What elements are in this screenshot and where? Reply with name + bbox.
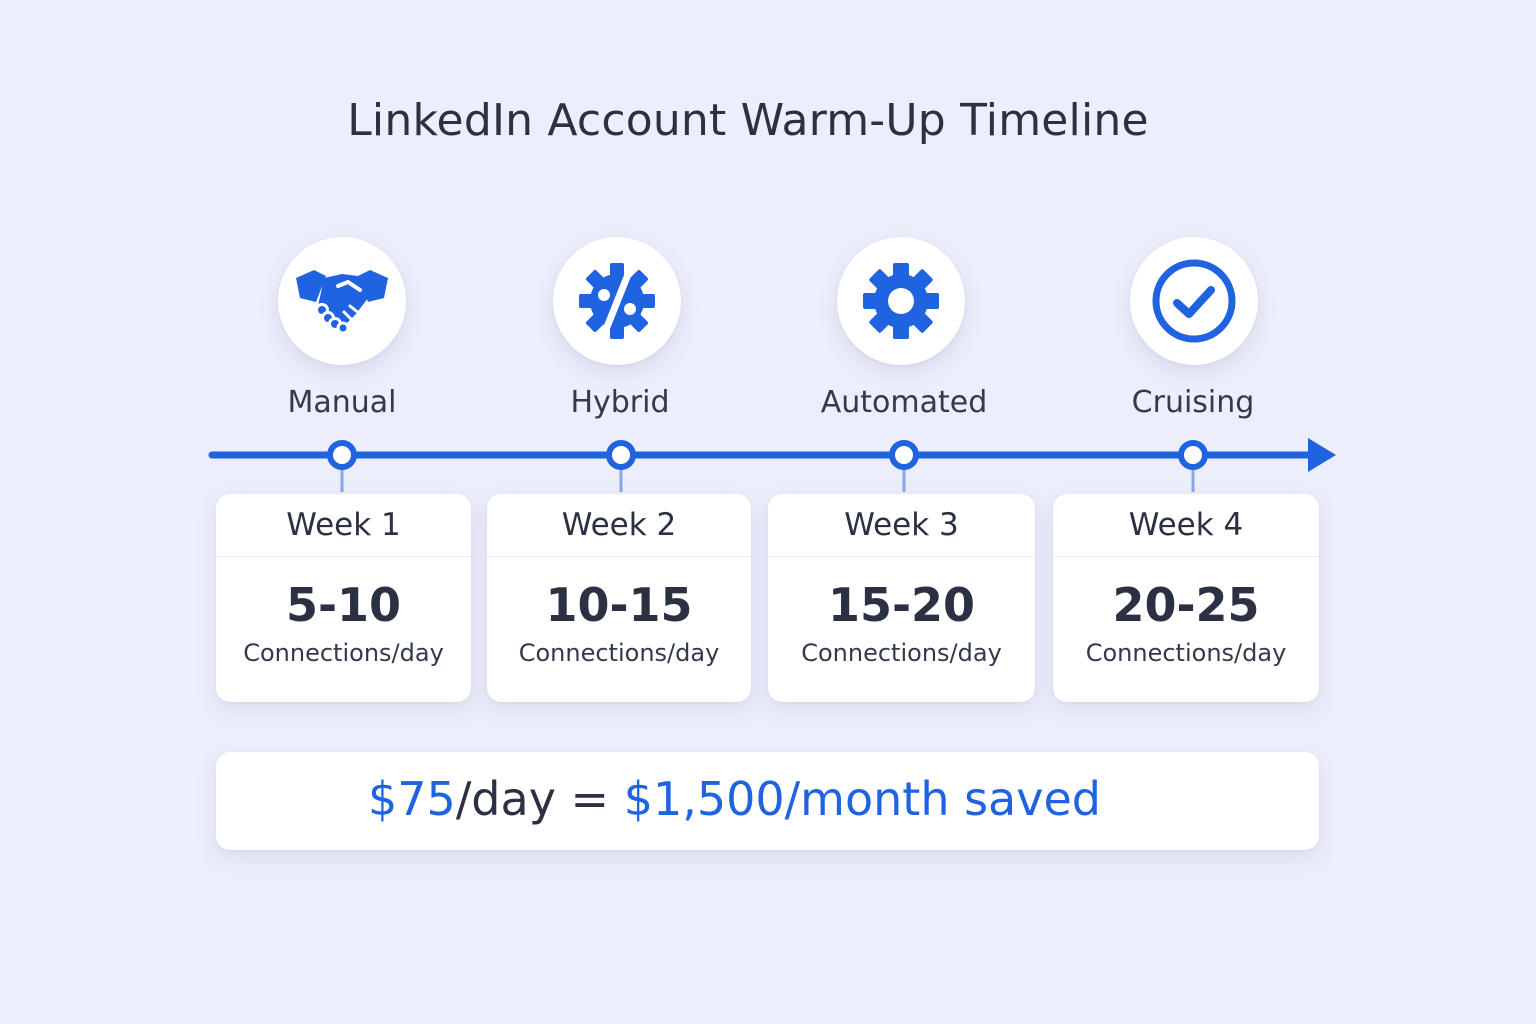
gear-icon [863, 263, 939, 339]
timeline-track [208, 438, 1336, 492]
timeline-node-week-1 [327, 440, 357, 492]
timeline-node-week-4 [1178, 440, 1208, 492]
week-card-2: Week 2 10-15 Connections/day [487, 494, 751, 702]
page-title: LinkedIn Account Warm-Up Timeline [347, 95, 1149, 146]
week-label: Week 2 [487, 494, 751, 557]
connections-unit: Connections/day [1085, 639, 1287, 667]
stage-icon-cruising [1130, 237, 1258, 365]
week-card-4: Week 4 20-25 Connections/day [1053, 494, 1319, 702]
check-circle-icon [1152, 259, 1236, 343]
week-card-1: Week 1 5-10 Connections/day [216, 494, 471, 702]
connections-range: 5-10 [285, 578, 402, 632]
connections-unit: Connections/day [243, 639, 444, 667]
week-label: Week 1 [216, 494, 471, 557]
handshake-icon [296, 270, 388, 335]
daily-savings-amount: $75 [368, 772, 456, 826]
connections-unit: Connections/day [801, 639, 1002, 667]
daily-savings-suffix: /day = [455, 772, 624, 826]
savings-text: $75/day = $1,500/month saved [368, 772, 1101, 826]
connections-range: 10-15 [545, 578, 693, 632]
connections-range: 20-25 [1112, 578, 1260, 632]
gear-percent-icon [579, 263, 655, 339]
timeline-node-week-3 [889, 440, 919, 492]
timeline-arrowhead [1308, 438, 1336, 472]
week-label: Week 3 [768, 494, 1035, 557]
week-label: Week 4 [1053, 494, 1319, 557]
monthly-savings: $1,500/month saved [623, 772, 1101, 826]
savings-banner: $75/day = $1,500/month saved [216, 752, 1319, 850]
stage-icon-manual [278, 237, 406, 365]
stage-icon-hybrid [553, 237, 681, 365]
stage-icon-automated [837, 237, 965, 365]
connections-range: 15-20 [827, 578, 976, 632]
week-card-3: Week 3 15-20 Connections/day [768, 494, 1035, 702]
timeline-node-week-2 [606, 440, 636, 492]
stage-label-manual: Manual [287, 385, 397, 420]
stage-label-cruising: Cruising [1131, 385, 1255, 420]
connections-unit: Connections/day [518, 639, 720, 667]
stage-label-automated: Automated [820, 385, 988, 420]
stage-label-hybrid: Hybrid [570, 385, 670, 420]
